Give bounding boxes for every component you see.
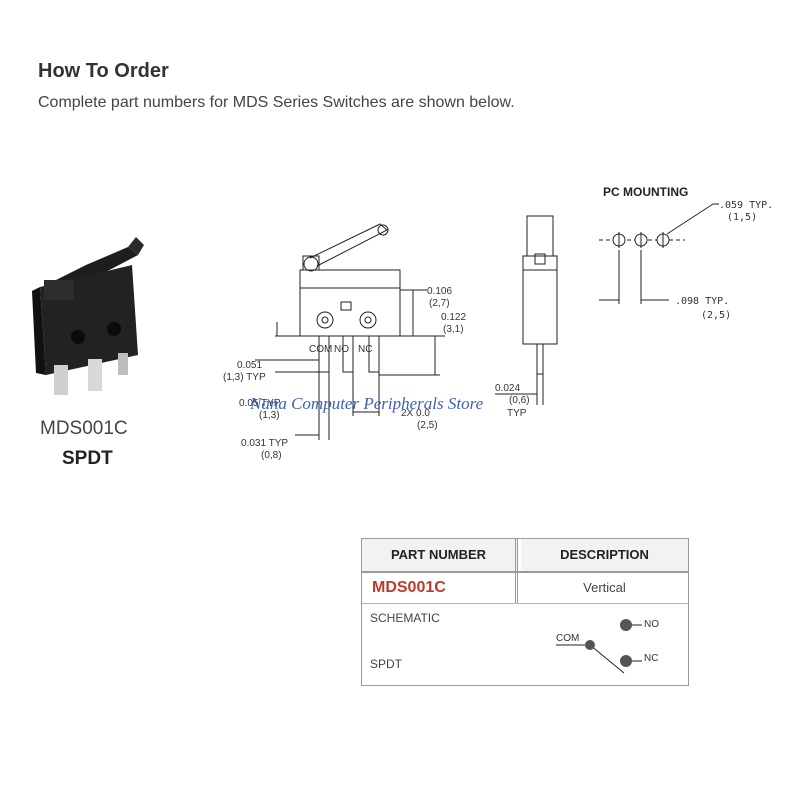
table-header-divider: [362, 571, 688, 573]
dim-0031: 0.031 TYP: [241, 438, 288, 449]
dim-0106-mm: (2,7): [429, 298, 450, 309]
dim-0024: 0.024: [495, 383, 520, 394]
dim-2x: 2X 0.0: [401, 408, 430, 419]
dim-0024-typ: TYP: [507, 408, 527, 419]
dim-005-mm: (1,3): [259, 410, 280, 421]
header-part-number: PART NUMBER: [362, 539, 518, 571]
dim-005-partial: 0.05 TYP: [239, 398, 281, 409]
schematic-type: SPDT: [370, 657, 403, 671]
dim-0051: 0.051: [237, 360, 262, 371]
pc-dim-059-mm: (1,5): [727, 212, 757, 223]
spdt-schematic-icon: COM NO NC: [556, 619, 659, 674]
table-row-divider: [362, 603, 688, 604]
terminal-nc: NC: [644, 653, 658, 664]
pc-mounting-title: PC MOUNTING: [603, 185, 688, 199]
dim-0122: 0.122: [441, 312, 466, 323]
pin-label-com: COM: [309, 344, 332, 355]
header-description: DESCRIPTION: [521, 539, 688, 571]
side-view-drawing: COM NO NC 0.106 (2,7) 0.122 (3,1) 0.051 …: [223, 223, 466, 461]
front-view-drawing: 0.024 (0,6) TYP: [495, 215, 558, 419]
store-watermark: Nana Computer Peripherals Store: [250, 394, 484, 413]
terminal-no: NO: [644, 619, 659, 630]
dim-0122-mm: (3,1): [443, 324, 464, 335]
dim-0106: 0.106: [427, 286, 452, 297]
terminal-com: COM: [556, 633, 579, 644]
product-photo: [32, 237, 144, 395]
part-number-table: PART NUMBER DESCRIPTION MDS001C Vertical…: [361, 538, 689, 686]
product-model: MDS001C: [40, 418, 128, 439]
page-subtitle: Complete part numbers for MDS Series Swi…: [38, 94, 515, 111]
pc-mounting-drawing: PC MOUNTING .059 TYP. (1,5) .098 TYP. (2…: [599, 185, 773, 321]
dim-0031-mm: (0,8): [261, 450, 282, 461]
pc-dim-059: .059 TYP.: [719, 200, 773, 211]
part-number-cell: MDS001C: [362, 573, 518, 603]
product-type: SPDT: [62, 448, 113, 469]
dim-0051-mm: (1,3) TYP: [223, 372, 266, 383]
pc-dim-098-mm: (2,5): [701, 310, 731, 321]
pc-dim-098: .098 TYP.: [675, 296, 729, 307]
dim-0024-mm: (0,6): [509, 395, 530, 406]
pin-label-nc: NC: [358, 344, 372, 355]
page-title: How To Order: [38, 60, 169, 82]
description-cell: Vertical: [583, 580, 626, 595]
schematic-label: SCHEMATIC: [370, 611, 440, 625]
dim-2x-mm: (2,5): [417, 420, 438, 431]
pin-label-no: NO: [334, 344, 349, 355]
